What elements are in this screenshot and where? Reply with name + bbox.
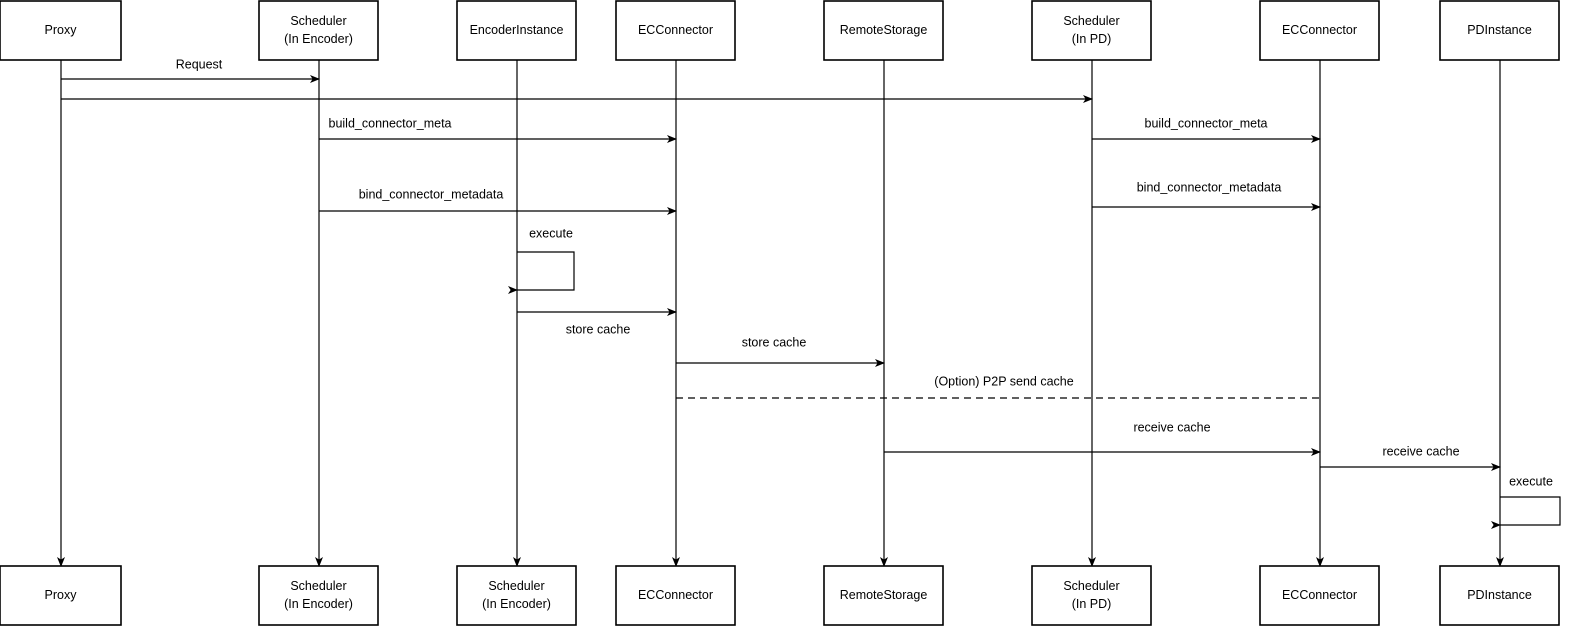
participant-bottom-remote[interactable]: RemoteStorage (823, 565, 944, 626)
participant-bottom-sched_pd[interactable]: Scheduler (In PD) (1031, 565, 1152, 626)
participant-top-rect[interactable] (1259, 0, 1380, 61)
message-m1[interactable]: Request (61, 57, 320, 83)
participant-bottom-rect[interactable] (0, 565, 122, 626)
message-m11[interactable]: receive cache (1320, 444, 1501, 471)
self-messages-layer: execute execute (508, 226, 1561, 529)
participant-bottom-label-line1: ECConnector (638, 588, 713, 602)
participant-top-rect[interactable] (258, 0, 379, 61)
message-m10[interactable]: receive cache (884, 420, 1321, 456)
participant-bottom-label-line1: Scheduler (290, 579, 346, 593)
participant-bottom-label-line2: (In PD) (1072, 597, 1112, 611)
participant-bottom-label-line1: Proxy (45, 588, 78, 602)
participant-bottom-rect[interactable] (1439, 565, 1560, 626)
participant-top-label-line1: ECConnector (1282, 23, 1357, 37)
participant-top-label-line1: EncoderInstance (470, 23, 564, 37)
participant-top-rect[interactable] (0, 0, 122, 61)
participant-top-ecconn_l[interactable]: ECConnector (615, 0, 736, 61)
participant-top-rect[interactable] (1439, 0, 1560, 61)
message-label-m9: (Option) P2P send cache (934, 374, 1073, 388)
message-m8[interactable]: store cache (676, 335, 885, 367)
message-label-m10: receive cache (1133, 420, 1210, 434)
participant-top-rect[interactable] (1031, 0, 1152, 61)
participant-top-rect[interactable] (456, 0, 577, 61)
participant-top-label-line1: ECConnector (638, 23, 713, 37)
self-message-arrow-s1 (508, 251, 575, 294)
participant-bottom-pd_inst[interactable]: PDInstance (1439, 565, 1560, 626)
participant-top-ecconn_r[interactable]: ECConnector (1259, 0, 1380, 61)
participant-top-label-line2: (In Encoder) (284, 32, 353, 46)
lifelines-layer (57, 60, 1504, 567)
participant-top-sched_pd[interactable]: Scheduler (In PD) (1031, 0, 1152, 61)
participant-bottom-label-line1: Scheduler (1063, 579, 1119, 593)
participant-bottom-ecconn_l[interactable]: ECConnector (615, 565, 736, 626)
participant-top-remote[interactable]: RemoteStorage (823, 0, 944, 61)
participant-bottom-proxy[interactable]: Proxy (0, 565, 122, 626)
bottom-participant-boxes-layer: Proxy Scheduler (In Encoder) Scheduler (In E… (0, 565, 1560, 626)
message-label-m5: bind_connector_metadata (359, 187, 504, 201)
self-message-arrow-s2 (1491, 496, 1561, 529)
participant-top-rect[interactable] (823, 0, 944, 61)
participant-top-label-line1: PDInstance (1467, 23, 1532, 37)
message-label-m6: bind_connector_metadata (1137, 180, 1282, 194)
self-message-s1[interactable]: execute (508, 226, 575, 294)
message-label-m11: receive cache (1382, 444, 1459, 458)
message-label-m8: store cache (742, 335, 807, 349)
message-label-m1: Request (176, 57, 223, 71)
participant-bottom-label-line1: ECConnector (1282, 588, 1357, 602)
message-m5[interactable]: bind_connector_metadata (319, 187, 677, 215)
participant-top-label-line1: Scheduler (1063, 14, 1119, 28)
message-label-m4: build_connector_meta (1145, 116, 1268, 130)
participant-bottom-ecconn_r[interactable]: ECConnector (1259, 565, 1380, 626)
participant-top-label-line2: (In PD) (1072, 32, 1112, 46)
participant-bottom-sched_enc[interactable]: Scheduler (In Encoder) (258, 565, 379, 626)
participant-bottom-label-line2: (In Encoder) (284, 597, 353, 611)
message-label-m3: build_connector_meta (329, 116, 452, 130)
participant-bottom-rect[interactable] (615, 565, 736, 626)
participant-top-proxy[interactable]: Proxy (0, 0, 122, 61)
participant-top-rect[interactable] (615, 0, 736, 61)
participant-top-label-line1: RemoteStorage (840, 23, 928, 37)
participant-bottom-label-line1: RemoteStorage (840, 588, 928, 602)
participant-bottom-label-line1: PDInstance (1467, 588, 1532, 602)
message-m9[interactable]: (Option) P2P send cache (676, 374, 1320, 399)
message-m3[interactable]: build_connector_meta (319, 116, 677, 143)
participant-top-label-line1: Scheduler (290, 14, 346, 28)
participant-bottom-rect[interactable] (1259, 565, 1380, 626)
message-m6[interactable]: bind_connector_metadata (1092, 180, 1321, 211)
participant-bottom-rect[interactable] (258, 565, 379, 626)
participant-bottom-rect[interactable] (1031, 565, 1152, 626)
participant-bottom-rect[interactable] (456, 565, 577, 626)
participant-bottom-label-line1: Scheduler (488, 579, 544, 593)
self-message-s2[interactable]: execute (1491, 474, 1561, 529)
messages-layer: Request build_connector_meta build_connect… (61, 57, 1501, 471)
self-message-label-s2: execute (1509, 474, 1553, 488)
participant-bottom-rect[interactable] (823, 565, 944, 626)
message-m4[interactable]: build_connector_meta (1092, 116, 1321, 143)
self-message-label-s1: execute (529, 226, 573, 240)
message-label-m7: store cache (566, 322, 631, 336)
participant-top-label-line1: Proxy (45, 23, 78, 37)
participant-bottom-encoder_inst[interactable]: Scheduler (In Encoder) (456, 565, 577, 626)
participant-top-pd_inst[interactable]: PDInstance (1439, 0, 1560, 61)
participant-top-sched_enc[interactable]: Scheduler (In Encoder) (258, 0, 379, 61)
message-m7[interactable]: store cache (517, 308, 677, 336)
top-participant-boxes-layer: Proxy Scheduler (In Encoder) EncoderInstanc… (0, 0, 1560, 61)
participant-bottom-label-line2: (In Encoder) (482, 597, 551, 611)
participant-top-encoder_inst[interactable]: EncoderInstance (456, 0, 577, 61)
